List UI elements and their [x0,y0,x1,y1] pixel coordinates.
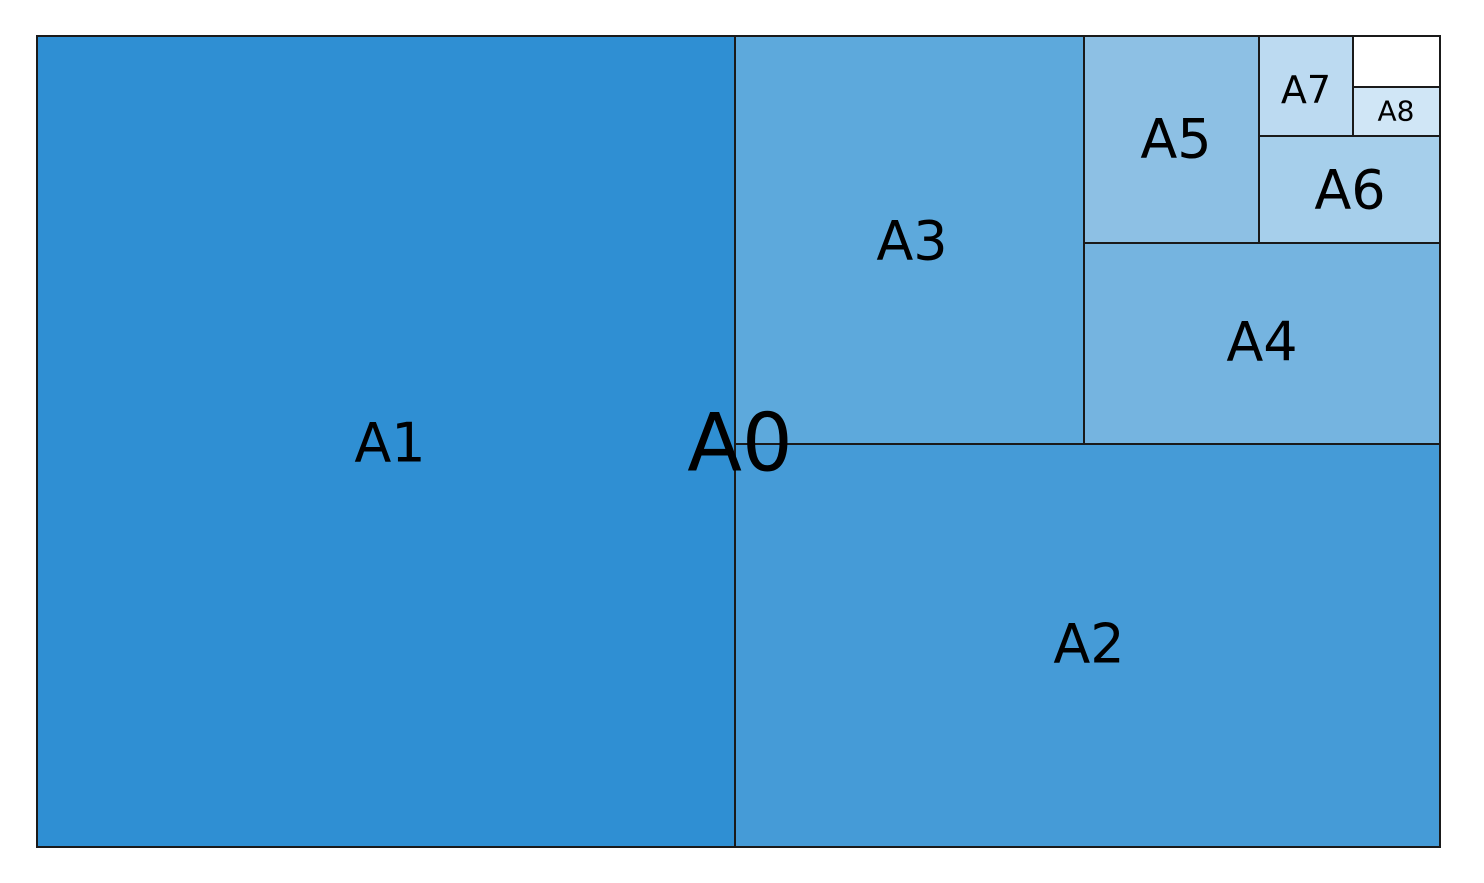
sheet-a7-area [1258,35,1354,137]
sheet-a6-area [1258,135,1441,244]
sheet-remainder-area [1352,35,1441,88]
sheet-a1: A1 [36,35,736,848]
sheet-remainder [1352,35,1441,88]
sheet-a1-area [36,35,736,848]
sheet-a5: A5 [1083,35,1260,244]
sheet-a4: A4 [1083,242,1441,445]
sheet-a2-label: A2 [1053,613,1124,676]
sheet-a7: A7 [1258,35,1354,137]
sheet-a0-outline [36,35,1441,848]
sheet-a8-area [1352,86,1441,137]
sheet-a3: A3 [734,35,1085,445]
sheet-a8-label: A8 [1378,95,1415,128]
sheet-a6-label: A6 [1314,159,1385,222]
sheet-a2-area [734,443,1441,848]
sheet-a7-label: A7 [1281,68,1331,112]
sheet-a5-label: A5 [1140,108,1211,171]
sheet-a6: A6 [1258,135,1441,244]
sheet-a4-label: A4 [1226,311,1297,374]
sheet-a8: A8 [1352,86,1441,137]
sheet-a0-label: A0 [687,397,793,490]
sheet-a5-area [1083,35,1260,244]
sheet-a1-label: A1 [354,412,425,475]
sheet-a4-area [1083,242,1441,445]
sheet-a2: A2 [734,443,1441,848]
sheet-a3-label: A3 [876,210,947,273]
